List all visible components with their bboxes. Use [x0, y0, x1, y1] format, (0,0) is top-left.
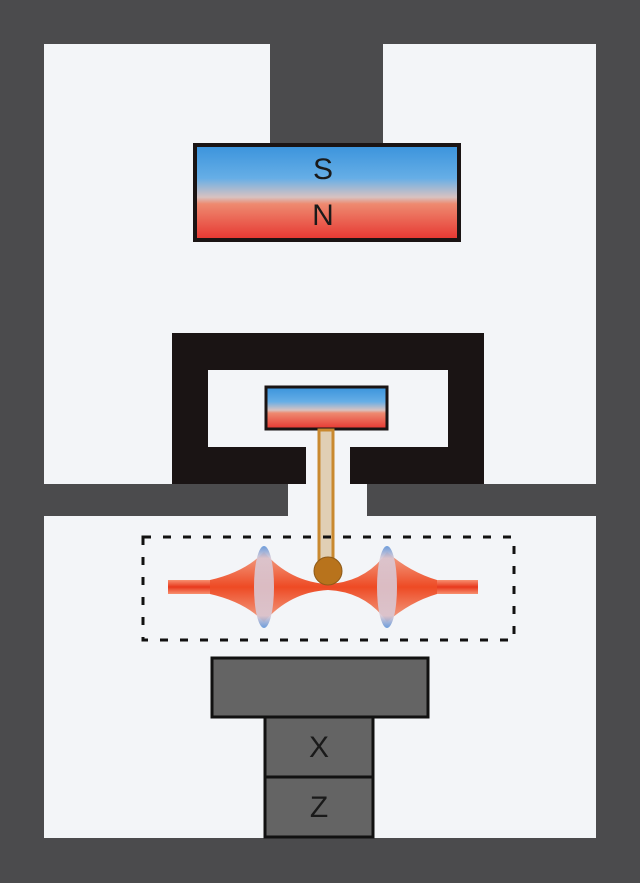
z-stage: Z	[263, 775, 375, 839]
laser-beam	[168, 546, 478, 628]
lens-right	[377, 546, 397, 628]
rod	[317, 428, 335, 567]
z-stage-label: Z	[310, 791, 328, 824]
laser-output-stub	[437, 580, 478, 594]
particle-sphere	[313, 556, 343, 586]
pole-label-s: S	[313, 153, 333, 186]
stage-platform	[210, 656, 430, 719]
x-stage-label: X	[309, 731, 329, 764]
laser-input-stub	[168, 580, 210, 594]
x-stage: X	[263, 715, 375, 779]
levitated-magnet	[264, 385, 389, 431]
optical-trap-region	[141, 535, 516, 642]
magnetic-shield	[172, 333, 484, 484]
pole-label-n: N	[312, 199, 334, 232]
top-magnet: S N	[193, 143, 461, 242]
lens-left	[254, 546, 274, 628]
